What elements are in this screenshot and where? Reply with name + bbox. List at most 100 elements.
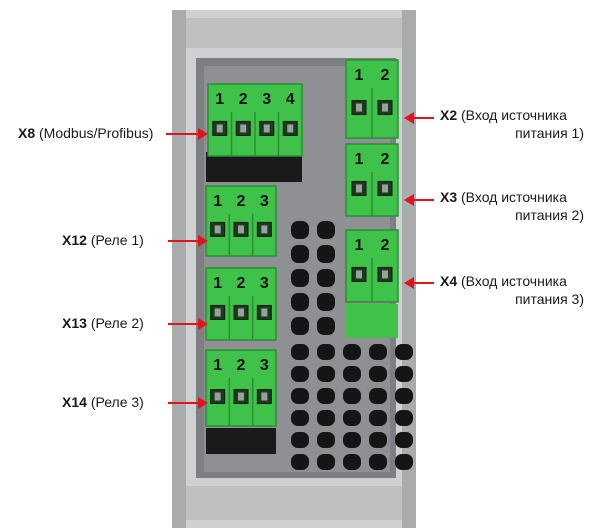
callout-x4: X4 (Вход источника питания 3)	[440, 272, 584, 308]
pin-label: 2	[381, 237, 390, 254]
callout-x2: X2 (Вход источника питания 1)	[440, 106, 584, 142]
vent-hole	[395, 410, 413, 426]
callout-x8: X8 (Modbus/Profibus)	[18, 124, 153, 142]
pin-label: 3	[262, 91, 271, 108]
vent-hole	[317, 317, 335, 335]
vent-hole	[317, 388, 335, 404]
vent-hole	[291, 293, 309, 311]
arrow-x14	[168, 397, 208, 409]
x4-base	[346, 304, 398, 338]
pin-label: 2	[381, 67, 390, 84]
pin-label: 2	[239, 91, 248, 108]
vent-hole	[395, 454, 413, 470]
vent-hole	[395, 344, 413, 360]
x3-id: X3	[440, 189, 458, 205]
x3-desc: (Вход источника	[461, 189, 567, 205]
arrow-x12	[168, 235, 208, 247]
pin-label: 1	[213, 357, 222, 374]
pin-label: 3	[260, 193, 269, 210]
vent-hole	[291, 269, 309, 287]
vent-hole	[291, 344, 309, 360]
x12-desc: (Реле 1)	[90, 232, 144, 248]
x8-base	[206, 152, 302, 182]
vent-hole	[369, 344, 387, 360]
vent-hole	[317, 293, 335, 311]
vent-hole	[317, 344, 335, 360]
callout-x14: X14 (Реле 3)	[62, 393, 144, 411]
vent-hole	[291, 221, 309, 239]
vent-hole	[369, 454, 387, 470]
x13-id: X13	[62, 315, 87, 331]
vent-hole	[291, 317, 309, 335]
vent-hole	[291, 432, 309, 448]
vent-hole	[291, 410, 309, 426]
vent-hole	[317, 454, 335, 470]
vent-hole	[317, 432, 335, 448]
x13-desc: (Реле 2)	[90, 315, 144, 331]
pin-label: 1	[355, 67, 364, 84]
vent-hole	[317, 269, 335, 287]
ventilation-grille	[291, 221, 413, 470]
x4-desc2: питания 3)	[515, 291, 584, 307]
vent-hole	[317, 221, 335, 239]
arrow-x3	[404, 194, 434, 206]
arrow-x8	[166, 128, 208, 140]
callout-x13: X13 (Реле 2)	[62, 314, 144, 332]
x2-desc2: питания 1)	[515, 125, 584, 141]
vent-hole	[343, 432, 361, 448]
vent-hole	[343, 344, 361, 360]
callout-x12: X12 (Реле 1)	[62, 231, 144, 249]
vent-hole	[343, 410, 361, 426]
vent-hole	[395, 366, 413, 382]
pin-label: 1	[355, 151, 364, 168]
vent-hole	[291, 366, 309, 382]
vent-hole	[317, 366, 335, 382]
vent-hole	[395, 432, 413, 448]
vent-hole	[291, 245, 309, 263]
vent-hole	[343, 454, 361, 470]
vent-hole	[343, 366, 361, 382]
pin-label: 1	[213, 275, 222, 292]
x2-desc: (Вход источника	[461, 107, 567, 123]
pin-label: 3	[260, 275, 269, 292]
x14-id: X14	[62, 394, 87, 410]
vent-hole	[317, 410, 335, 426]
pin-label: 1	[213, 193, 222, 210]
x14-base	[206, 428, 276, 454]
x8-desc: (Modbus/Profibus)	[39, 125, 154, 141]
x4-desc: (Вход источника	[461, 273, 567, 289]
pin-label: 4	[286, 91, 295, 108]
pin-label: 2	[237, 193, 246, 210]
pin-label: 2	[237, 357, 246, 374]
arrow-x2	[404, 112, 434, 124]
x8-id: X8	[18, 125, 36, 141]
arrow-x13	[168, 318, 208, 330]
x14-desc: (Реле 3)	[90, 394, 144, 410]
callout-x3: X3 (Вход источника питания 2)	[440, 188, 584, 224]
pin-label: 2	[237, 275, 246, 292]
x4-id: X4	[440, 273, 458, 289]
vent-hole	[317, 245, 335, 263]
pin-label: 3	[260, 357, 269, 374]
vent-hole	[395, 388, 413, 404]
vent-hole	[369, 432, 387, 448]
vent-hole	[369, 410, 387, 426]
vent-hole	[369, 366, 387, 382]
vent-hole	[291, 454, 309, 470]
vent-hole	[343, 388, 361, 404]
x3-desc2: питания 2)	[515, 207, 584, 223]
x2-id: X2	[440, 107, 458, 123]
pin-label: 2	[381, 151, 390, 168]
vent-hole	[369, 388, 387, 404]
vent-hole	[291, 388, 309, 404]
arrow-x4	[404, 277, 434, 289]
